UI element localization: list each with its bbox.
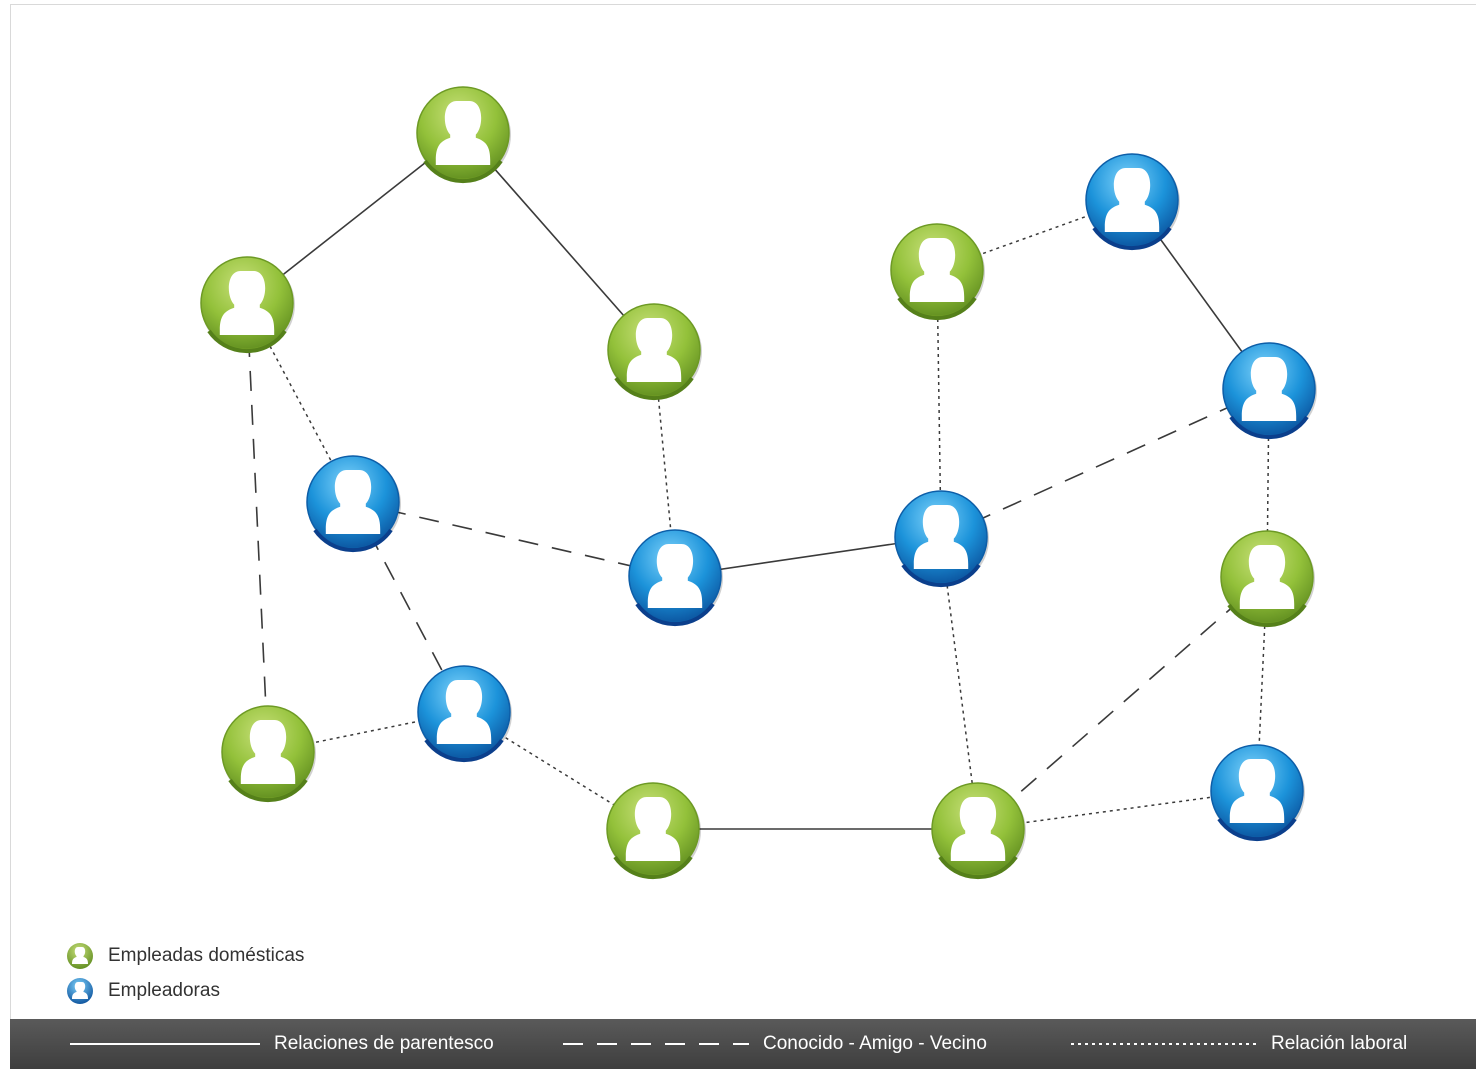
person-icon-blue [894, 490, 989, 588]
bar-item-kinship: Relaciones de parentesco [70, 1019, 494, 1069]
network-diagram [200, 86, 1317, 880]
dotted-line-sample [1071, 1043, 1257, 1045]
person-icon-green [416, 86, 511, 184]
person-icon-blue [417, 665, 512, 763]
legend-item-domestic: Empleadas domésticas [66, 938, 304, 973]
person-icon-green [607, 303, 702, 401]
legend-item-employer: Empleadoras [66, 973, 304, 1008]
bar-item-work: Relación laboral [1071, 1019, 1407, 1069]
edge-work [267, 711, 465, 753]
person-icon-green [606, 782, 701, 880]
edge-acquaintance [940, 388, 1270, 538]
person-icon-blue [67, 977, 93, 1004]
legend: Empleadas domésticas Empleadoras [66, 938, 304, 1008]
person-icon-blue [1085, 153, 1180, 251]
person-icon-green [221, 705, 316, 803]
edge-acquaintance [977, 576, 1268, 830]
person-icon-blue [306, 455, 401, 553]
person-icon-green [890, 223, 985, 321]
edge-acquaintance [352, 501, 676, 577]
diagram-frame [10, 4, 1476, 1019]
person-icon-green [1220, 530, 1315, 628]
edge-acquaintance [246, 302, 269, 753]
acquaintance-label: Conocido - Amigo - Vecino [763, 1033, 987, 1054]
edge-type-legend-bar: Relaciones de parentesco Conocido - Amig… [10, 1019, 1476, 1069]
person-icon-green [931, 782, 1026, 880]
work-label: Relación laboral [1271, 1033, 1408, 1054]
person-icon-blue [1210, 744, 1305, 842]
dashed-line-sample [563, 1043, 749, 1045]
person-icon-blue [628, 529, 723, 627]
bar-item-acquaintance: Conocido - Amigo - Vecino [563, 1019, 987, 1069]
solid-line-sample [70, 1043, 260, 1045]
person-icon-green [200, 256, 295, 354]
edge-work [977, 790, 1258, 830]
nodes-layer [200, 86, 1317, 880]
person-icon-green [67, 942, 93, 969]
kinship-label: Relaciones de parentesco [274, 1033, 494, 1054]
person-icon-blue [1222, 342, 1317, 440]
legend-domestic-label: Empleadas domésticas [108, 944, 305, 966]
legend-employer-label: Empleadoras [108, 979, 220, 1001]
